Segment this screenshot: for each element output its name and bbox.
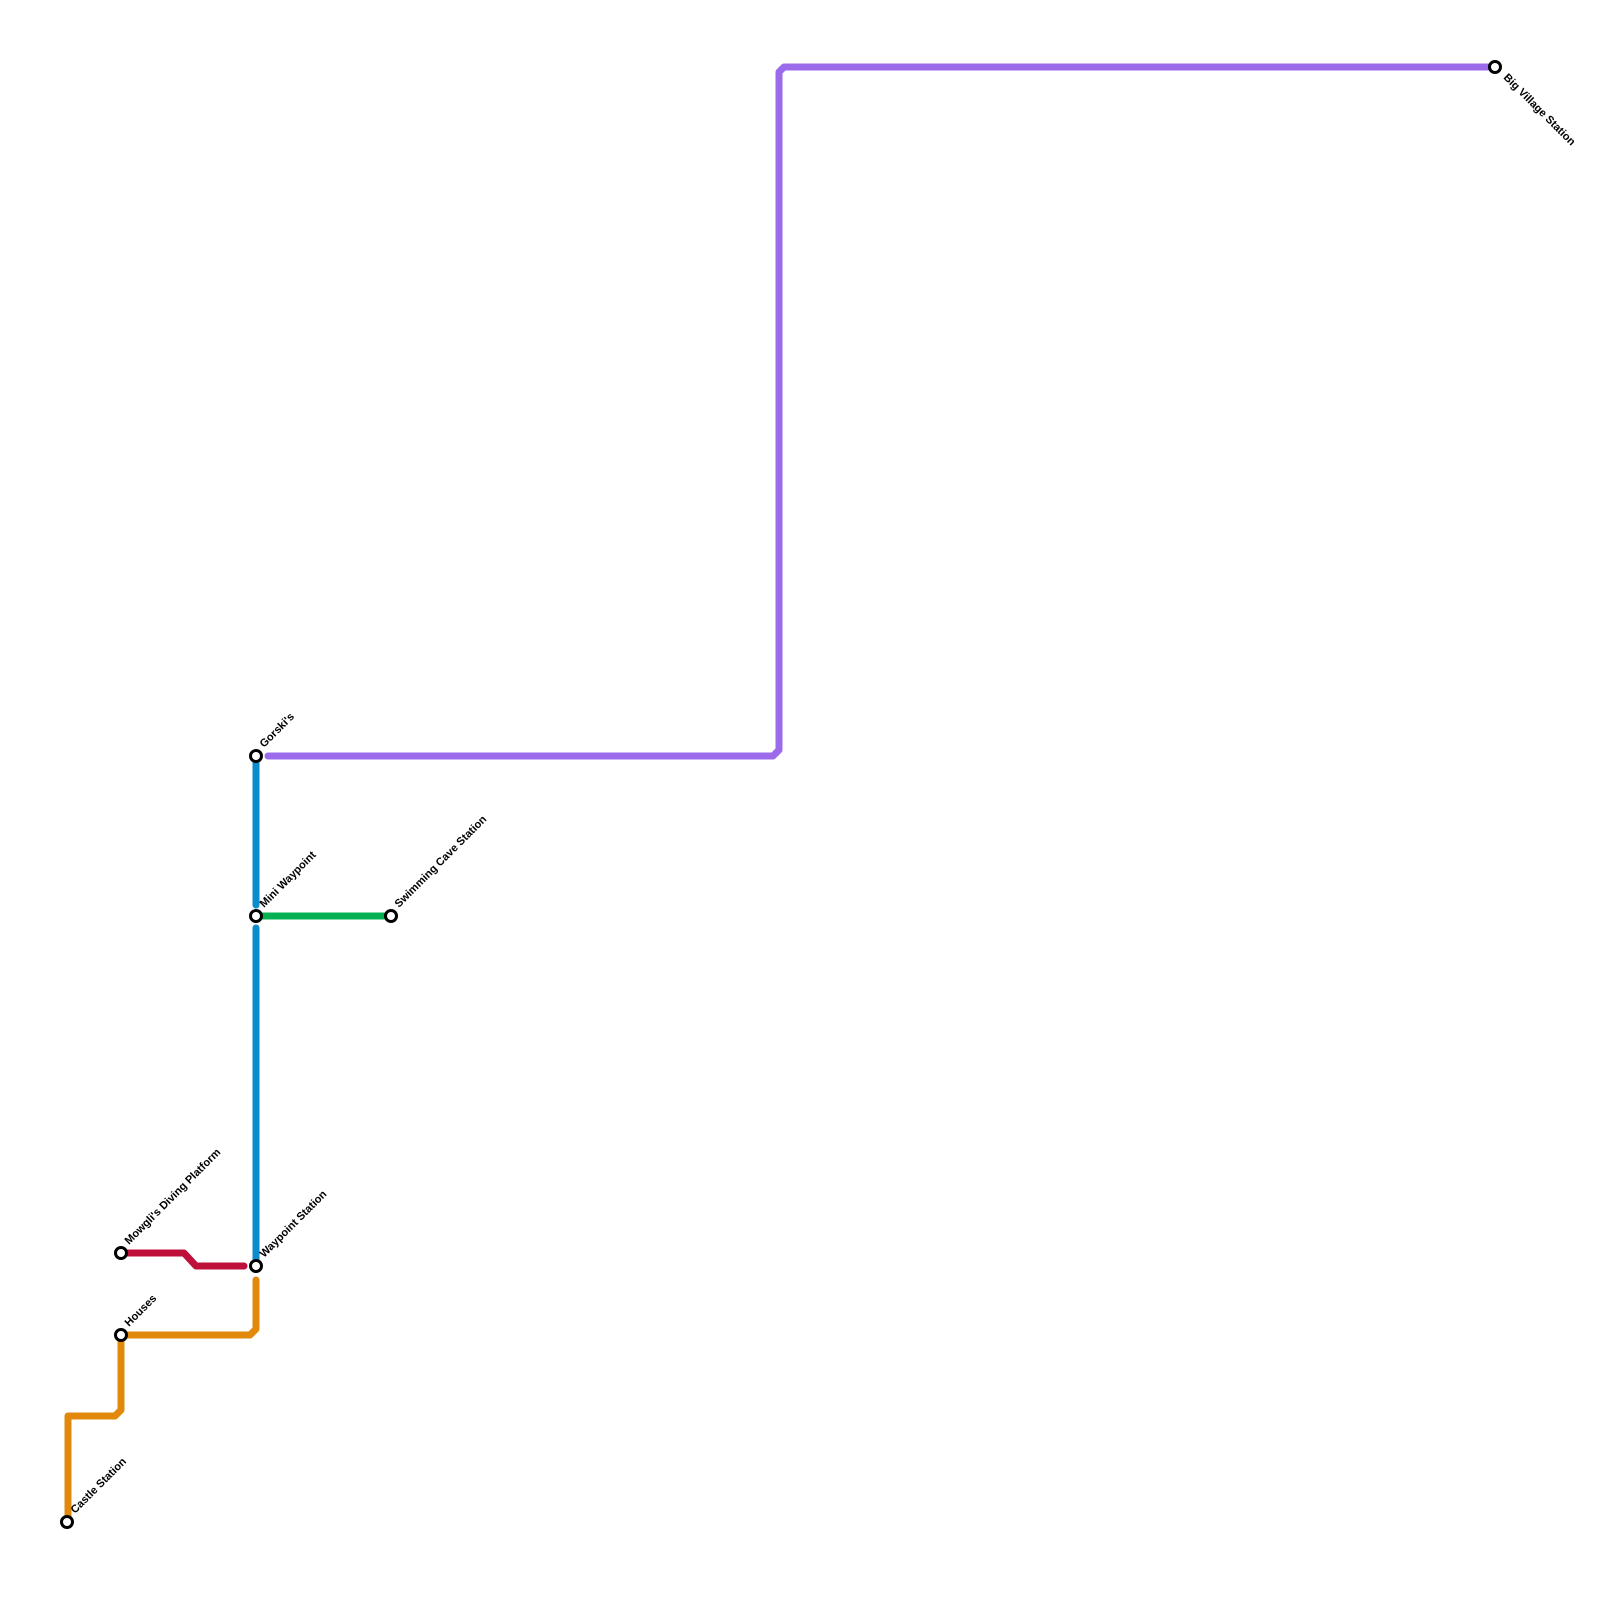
purple-line (264, 63, 1492, 760)
station-markers: Big Village Station Gorski's Mini Waypoi… (60, 60, 1578, 1529)
station-label: Castle Station (69, 1456, 130, 1517)
station-label: Mini Waypoint (258, 849, 319, 910)
station-mowglis-diving[interactable]: Mowgli's Diving Platform (114, 1146, 224, 1260)
station-dot[interactable] (384, 909, 398, 923)
station-label: Waypoint Station (258, 1188, 330, 1260)
station-dot[interactable] (114, 1246, 128, 1260)
station-castle[interactable]: Castle Station (60, 1456, 130, 1529)
station-dot[interactable] (60, 1515, 74, 1529)
orange-line (64, 1276, 260, 1526)
station-dot[interactable] (1488, 60, 1502, 74)
station-label: Big Village Station (1501, 72, 1578, 149)
station-swimming-cave[interactable]: Swimming Cave Station (384, 813, 490, 923)
red-line (117, 1249, 248, 1270)
station-dot[interactable] (249, 1259, 263, 1273)
route-lines (64, 63, 1492, 1526)
station-dot[interactable] (249, 909, 263, 923)
station-label: Swimming Cave Station (393, 813, 490, 910)
station-label: Gorski's (258, 711, 297, 750)
station-waypoint[interactable]: Waypoint Station (249, 1188, 330, 1273)
station-label: Houses (123, 1293, 160, 1330)
station-mini-waypoint[interactable]: Mini Waypoint (249, 849, 319, 923)
station-dot[interactable] (249, 749, 263, 763)
station-big-village[interactable]: Big Village Station (1488, 60, 1578, 149)
station-dot[interactable] (114, 1328, 128, 1342)
station-label: Mowgli's Diving Platform (123, 1146, 224, 1247)
